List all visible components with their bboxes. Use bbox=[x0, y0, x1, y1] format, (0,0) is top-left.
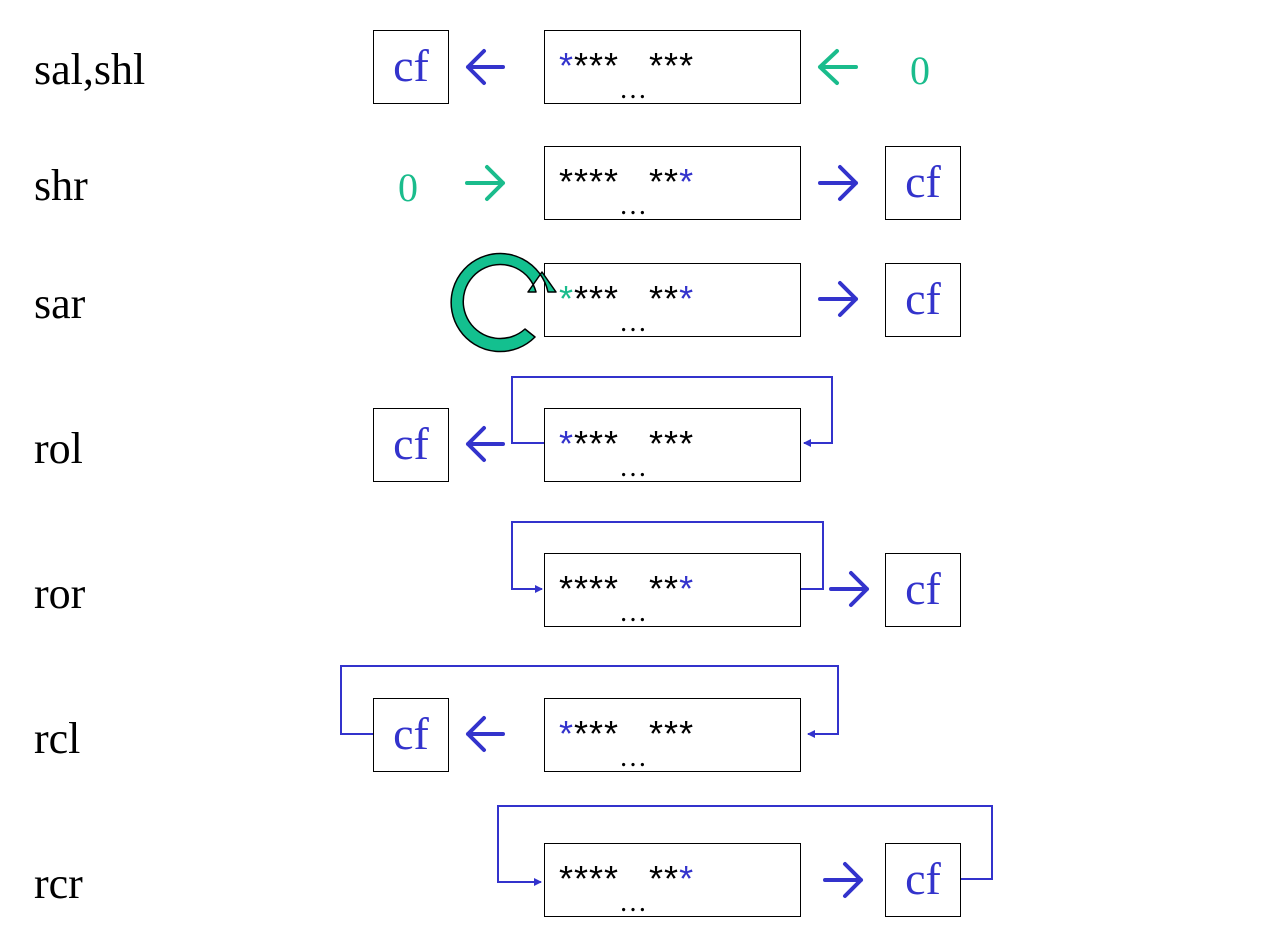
register-box: ****…*** bbox=[544, 843, 801, 918]
register-bits: *** bbox=[574, 858, 620, 899]
msb-bit: * bbox=[559, 568, 575, 609]
ellipsis: … bbox=[619, 742, 650, 773]
register-bits: ** bbox=[649, 858, 680, 899]
zero-input: 0 bbox=[398, 165, 418, 210]
carry-flag-box: cf bbox=[885, 263, 961, 337]
rotate-loop-line bbox=[340, 665, 839, 738]
instruction-label-sal-shl: sal,shl bbox=[34, 45, 146, 94]
msb-bit: * bbox=[559, 161, 575, 202]
arrow-right-icon bbox=[818, 165, 858, 201]
ellipsis: … bbox=[619, 887, 650, 918]
instruction-label-shr: shr bbox=[34, 161, 88, 210]
lsb-bit: * bbox=[679, 45, 695, 86]
rotate-loop-line bbox=[511, 521, 824, 593]
instruction-label-sar: sar bbox=[34, 279, 86, 328]
msb-bit: * bbox=[559, 713, 575, 754]
register-bits: *** bbox=[574, 713, 620, 754]
instruction-label-ror: ror bbox=[34, 569, 86, 618]
ellipsis: … bbox=[619, 597, 650, 628]
register-bits: ** bbox=[649, 161, 680, 202]
lsb-bit: * bbox=[679, 858, 695, 899]
lsb-bit: * bbox=[679, 713, 695, 754]
register-bits: ** bbox=[649, 423, 680, 464]
register-bits: ** bbox=[649, 278, 680, 319]
instruction-label-rcr: rcr bbox=[34, 859, 83, 908]
register-box: ****…*** bbox=[544, 30, 801, 105]
carry-flag-box: cf bbox=[373, 30, 449, 104]
msb-bit: * bbox=[559, 278, 575, 319]
register-bits: *** bbox=[574, 423, 620, 464]
arrow-left-icon bbox=[818, 49, 858, 85]
carry-flag-box: cf bbox=[885, 553, 961, 627]
carry-flag-box: cf bbox=[373, 408, 449, 482]
zero-input: 0 bbox=[910, 48, 930, 93]
lsb-bit: * bbox=[679, 568, 695, 609]
msb-bit: * bbox=[559, 45, 575, 86]
register-bits: *** bbox=[574, 45, 620, 86]
register-box: ****…*** bbox=[544, 408, 801, 483]
arrow-left-icon bbox=[466, 716, 505, 752]
arrow-right-icon bbox=[829, 571, 869, 607]
msb-bit: * bbox=[559, 423, 575, 464]
arrow-right-icon bbox=[465, 165, 505, 201]
register-box: ****…*** bbox=[544, 146, 801, 221]
arrow-right-icon bbox=[818, 281, 858, 317]
rotate-loop-line bbox=[497, 805, 993, 886]
msb-bit: * bbox=[559, 858, 575, 899]
register-bits: ** bbox=[649, 568, 680, 609]
arrow-right-icon bbox=[823, 862, 863, 898]
rotate-loop-line bbox=[511, 376, 833, 447]
instruction-label-rol: rol bbox=[34, 424, 83, 473]
lsb-bit: * bbox=[679, 423, 695, 464]
ellipsis: … bbox=[619, 74, 650, 105]
lsb-bit: * bbox=[679, 278, 695, 319]
ellipsis: … bbox=[619, 307, 650, 338]
arrow-left-icon bbox=[466, 49, 505, 85]
register-bits: *** bbox=[574, 278, 620, 319]
ellipsis: … bbox=[619, 190, 650, 221]
register-box: ****…*** bbox=[544, 698, 801, 773]
register-bits: *** bbox=[574, 161, 620, 202]
lsb-bit: * bbox=[679, 161, 695, 202]
ellipsis: … bbox=[619, 452, 650, 483]
circular-arrow-icon bbox=[450, 252, 557, 353]
carry-flag-box: cf bbox=[885, 843, 961, 917]
register-box: ****…*** bbox=[544, 553, 801, 628]
register-box: ****…*** bbox=[544, 263, 801, 338]
carry-flag-box: cf bbox=[885, 146, 961, 220]
register-bits: ** bbox=[649, 713, 680, 754]
carry-flag-box: cf bbox=[373, 698, 449, 772]
instruction-label-rcl: rcl bbox=[34, 714, 81, 763]
register-bits: ** bbox=[649, 45, 680, 86]
register-bits: *** bbox=[574, 568, 620, 609]
arrow-left-icon bbox=[466, 426, 505, 462]
